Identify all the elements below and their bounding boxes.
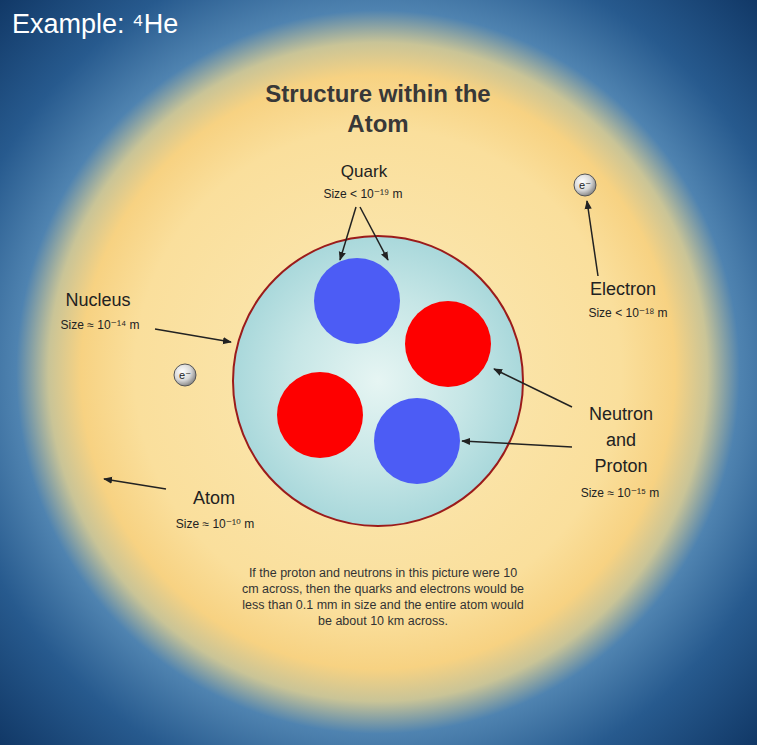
part-name-box: Atom <box>193 488 235 510</box>
neutron-ball <box>277 372 363 458</box>
electron-symbol: e⁻ <box>179 370 191 381</box>
part-name-box: Quark <box>341 162 387 182</box>
electron-circle <box>574 174 596 196</box>
part-name-box: Neutron and Proton <box>589 401 653 479</box>
slide-heading: Example: ⁴He <box>12 8 178 40</box>
part-name: Neutron and Proton <box>589 401 653 479</box>
leader-arrow <box>155 329 231 342</box>
size-note-box: Size ≈ 10⁻¹⁵ m <box>581 486 660 500</box>
part-name: Atom <box>193 488 235 510</box>
electron-ball: e⁻ <box>573 173 597 197</box>
electron-symbol: e⁻ <box>579 180 591 191</box>
proton-ball <box>374 398 460 484</box>
leader-arrow <box>587 201 598 276</box>
part-name: Nucleus <box>65 290 130 312</box>
leader-arrow <box>494 369 572 407</box>
leader-arrow <box>462 441 572 447</box>
slide-heading-box: Example: ⁴He <box>12 8 178 40</box>
title-box: Structure within the Atom <box>258 79 498 139</box>
note-box: If the proton and neutrons in this pictu… <box>239 565 527 629</box>
size-note: Size ≈ 10⁻¹⁵ m <box>581 486 660 500</box>
size-note-box: Size < 10⁻¹⁸ m <box>588 306 667 320</box>
part-name: Electron <box>590 279 656 301</box>
size-note: Size ≈ 10⁻¹⁴ m <box>61 318 140 332</box>
size-note-box: Size < 10⁻¹⁹ m <box>323 187 402 201</box>
size-note: Size < 10⁻¹⁹ m <box>323 187 402 201</box>
leader-arrow <box>360 207 388 260</box>
part-name-box: Electron <box>590 279 656 301</box>
size-note-box: Size ≈ 10⁻¹⁴ m <box>61 318 140 332</box>
size-note: Size ≈ 10⁻¹⁰ m <box>176 517 254 531</box>
leader-arrow <box>104 479 166 489</box>
size-note-box: Size ≈ 10⁻¹⁰ m <box>176 517 254 531</box>
nucleus-circle <box>233 236 523 526</box>
part-name: Quark <box>341 162 387 182</box>
size-note: Size < 10⁻¹⁸ m <box>588 306 667 320</box>
electron-circle <box>174 364 196 386</box>
scale-note: If the proton and neutrons in this pictu… <box>239 565 527 629</box>
neutron-ball <box>405 301 491 387</box>
electron-ball: e⁻ <box>173 363 197 387</box>
leader-arrow <box>340 207 356 260</box>
part-name-box: Nucleus <box>65 290 130 312</box>
proton-ball <box>314 258 400 344</box>
diagram-title: Structure within the Atom <box>258 79 498 139</box>
